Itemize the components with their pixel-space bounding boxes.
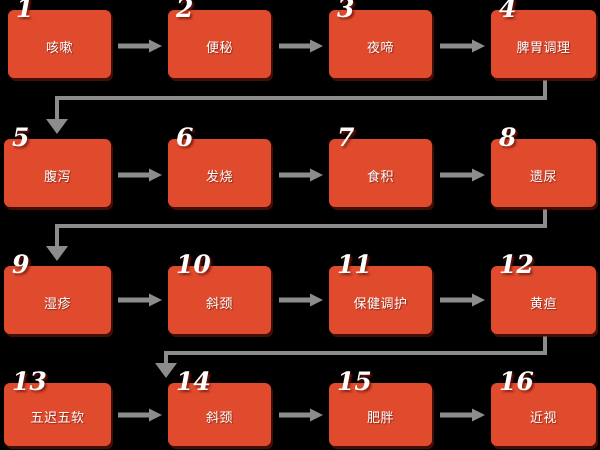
connector-10-to-11 xyxy=(279,293,323,307)
node-label: 发烧 xyxy=(205,169,233,185)
node-label: 斜颈 xyxy=(205,296,233,312)
connector-6-to-7 xyxy=(279,168,323,182)
connector-line xyxy=(440,43,472,49)
connector-line xyxy=(279,43,310,49)
connector-line xyxy=(279,412,310,418)
connector-1-to-2 xyxy=(118,39,162,53)
arrowhead xyxy=(310,293,323,307)
node-box-5[interactable]: 腹泻 xyxy=(4,139,111,207)
node-label: 肥胖 xyxy=(366,411,394,426)
arrowhead xyxy=(472,408,485,422)
connector-line xyxy=(440,172,472,178)
node-box-12[interactable]: 黄疸 xyxy=(491,266,596,334)
node-box-2[interactable]: 便秘 xyxy=(168,10,271,78)
arrowhead xyxy=(149,408,162,422)
node-label: 近视 xyxy=(529,411,557,426)
arrowhead xyxy=(46,246,68,261)
arrowhead xyxy=(149,168,162,182)
node-label: 脾胃调理 xyxy=(516,40,571,56)
connector-9-to-10 xyxy=(118,293,162,307)
connector-line xyxy=(118,412,149,418)
connector-seg-down xyxy=(543,336,547,355)
arrowhead xyxy=(46,119,68,134)
connector-seg-down xyxy=(543,209,547,228)
node-label: 腹泻 xyxy=(43,169,71,185)
node-box-10[interactable]: 斜颈 xyxy=(168,266,271,334)
connector-seg-left xyxy=(55,224,547,228)
connector-line xyxy=(118,43,149,49)
connector-8-to-9 xyxy=(46,209,547,261)
arrowhead xyxy=(149,39,162,53)
arrowhead xyxy=(149,293,162,307)
node-box-4[interactable]: 脾胃调理 xyxy=(491,10,596,78)
node-label: 食积 xyxy=(366,169,394,185)
node-box-9[interactable]: 湿疹 xyxy=(4,266,111,334)
connector-13-to-14 xyxy=(118,408,162,422)
arrowhead xyxy=(155,363,177,378)
connector-12-to-13 xyxy=(155,336,547,378)
connector-11-to-12 xyxy=(440,293,485,307)
connector-line xyxy=(279,297,310,303)
node-box-3[interactable]: 夜啼 xyxy=(329,10,432,78)
connector-7-to-8 xyxy=(440,168,485,182)
arrowhead xyxy=(310,408,323,422)
connector-4-to-5 xyxy=(46,80,547,134)
node-box-8[interactable]: 遗尿 xyxy=(491,139,596,207)
connector-seg-down xyxy=(543,80,547,100)
node-label: 黄疸 xyxy=(529,296,557,312)
connector-seg-down2 xyxy=(164,353,168,363)
node-label: 便秘 xyxy=(205,40,233,56)
node-box-6[interactable]: 发烧 xyxy=(168,139,271,207)
node-label: 夜啼 xyxy=(366,40,394,56)
arrowhead xyxy=(472,293,485,307)
node-label: 保健调护 xyxy=(353,296,408,312)
node-label: 遗尿 xyxy=(529,169,557,185)
node-box-14[interactable]: 斜颈 xyxy=(168,383,271,446)
connector-seg-down2 xyxy=(55,98,59,119)
node-label: 湿疹 xyxy=(43,296,71,312)
node-box-1[interactable]: 咳嗽 xyxy=(8,10,111,78)
node-box-15[interactable]: 肥胖 xyxy=(329,383,432,446)
connector-line xyxy=(118,297,149,303)
connector-2-to-3 xyxy=(279,39,323,53)
node-box-16[interactable]: 近视 xyxy=(491,383,596,446)
connector-seg-down2 xyxy=(55,226,59,246)
arrowhead xyxy=(472,168,485,182)
node-label: 斜颈 xyxy=(205,411,233,426)
node-box-7[interactable]: 食积 xyxy=(329,139,432,207)
node-box-13[interactable]: 五迟五软 xyxy=(4,383,111,446)
arrowhead xyxy=(310,39,323,53)
connector-seg-left xyxy=(55,96,547,100)
connector-seg-left xyxy=(164,351,547,355)
connector-14-to-15 xyxy=(279,408,323,422)
connector-line xyxy=(440,412,472,418)
node-box-11[interactable]: 保健调护 xyxy=(329,266,432,334)
arrowhead xyxy=(472,39,485,53)
node-label: 五迟五软 xyxy=(30,411,85,426)
connector-5-to-6 xyxy=(118,168,162,182)
connector-line xyxy=(118,172,149,178)
connector-line xyxy=(279,172,310,178)
connector-15-to-16 xyxy=(440,408,485,422)
node-label: 咳嗽 xyxy=(45,40,73,56)
arrowhead xyxy=(310,168,323,182)
connector-line xyxy=(440,297,472,303)
connector-3-to-4 xyxy=(440,39,485,53)
